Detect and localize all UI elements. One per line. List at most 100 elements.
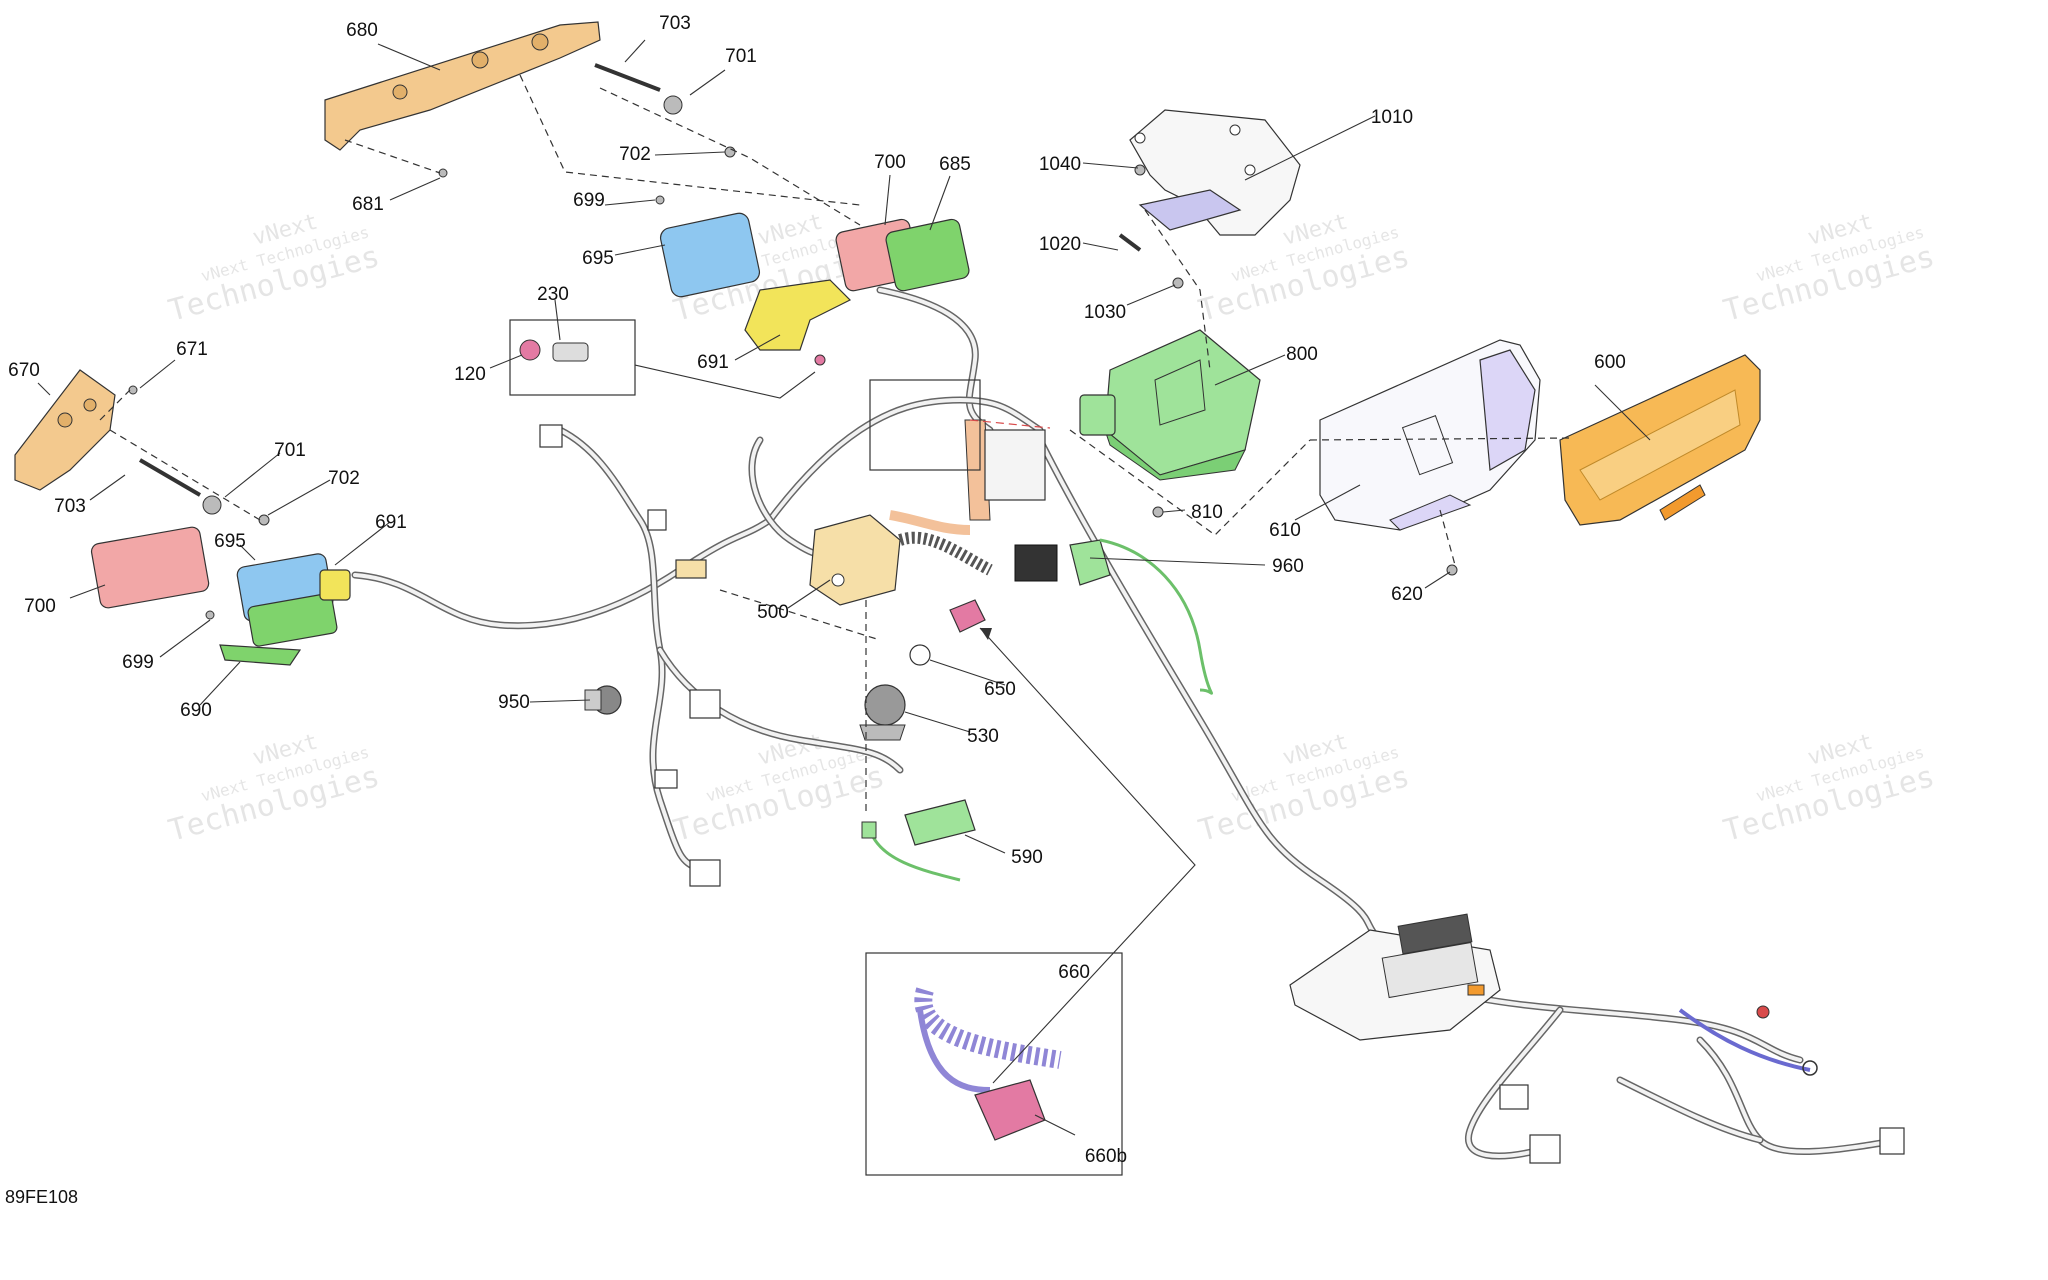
- callout-120: 120: [454, 364, 486, 385]
- screw-671: [128, 385, 138, 395]
- connector-660b-mini: [949, 599, 986, 633]
- callout-620: 620: [1391, 584, 1423, 605]
- reference-code: 89FE108: [5, 1187, 78, 1207]
- callout-690: 690: [180, 700, 212, 721]
- grommet-120-installed: [814, 354, 826, 366]
- callout-1030: 1030: [1084, 302, 1126, 323]
- relay-bracket-680: [324, 21, 601, 151]
- central-connector-block: [869, 379, 1046, 501]
- callout-680: 680: [346, 20, 378, 41]
- detail-box-label: 660: [1058, 962, 1090, 983]
- fastener-230: [552, 342, 589, 362]
- connector-plug: [647, 509, 667, 531]
- callouts: 680 703 701 702 681 699 695 700 685 230 …: [8, 13, 1626, 1167]
- callout-681: 681: [352, 194, 384, 215]
- cluster-600: [1559, 354, 1761, 526]
- callout-699: 699: [122, 652, 154, 673]
- callout-800: 800: [1286, 344, 1318, 365]
- callout-810: 810: [1191, 502, 1223, 523]
- washer-701-left: [202, 495, 222, 515]
- detail-box-230-leader: [634, 364, 816, 399]
- callout-1040: 1040: [1039, 154, 1081, 175]
- ring-terminal: [1756, 1005, 1770, 1019]
- callout-703: 703: [54, 496, 86, 517]
- leader-lines: [37, 39, 1651, 854]
- screw-699-left: [205, 610, 215, 620]
- connector-plug: [1529, 1134, 1561, 1164]
- callout-691: 691: [375, 512, 407, 533]
- cluster-housing-610: [1319, 339, 1541, 531]
- callout-703: 703: [659, 13, 691, 34]
- connector-plug: [1879, 1127, 1905, 1155]
- callout-1010: 1010: [1371, 107, 1413, 128]
- connector-plug: [654, 769, 678, 789]
- bracket-691-top: [744, 279, 852, 351]
- relay-box-bottom: [1289, 913, 1501, 1041]
- watermarks: vNext vNext Technologies Technologies vN…: [165, 210, 1938, 849]
- grommet-120: [519, 339, 541, 361]
- screw-1040: [1134, 164, 1146, 176]
- washer-701-top: [663, 95, 683, 115]
- callout-670: 670: [8, 360, 40, 381]
- bracket-1010: [1129, 109, 1301, 236]
- callout-500: 500: [757, 602, 789, 623]
- callout-590: 590: [1011, 847, 1043, 868]
- nut-1030: [1172, 277, 1184, 289]
- relay-bracket-670: [14, 369, 116, 491]
- bolt-703-left: [138, 458, 202, 497]
- callout-699: 699: [573, 190, 605, 211]
- ring-terminal: [1802, 1060, 1818, 1076]
- callout-695: 695: [214, 531, 246, 552]
- callout-701: 701: [274, 440, 306, 461]
- connector-960: [1014, 538, 1213, 695]
- callout-701: 701: [725, 46, 757, 67]
- detail-box-230: [509, 319, 636, 396]
- callout-671: 671: [176, 339, 208, 360]
- callout-702: 702: [328, 468, 360, 489]
- callout-685: 685: [939, 154, 971, 175]
- screw-681: [438, 168, 448, 178]
- plug-950: [584, 685, 622, 715]
- relay-690-left: [219, 593, 338, 666]
- callout-960: 960: [1272, 556, 1304, 577]
- callout-230: 230: [537, 284, 569, 305]
- installation-lines: [99, 74, 1571, 815]
- callout-610: 610: [1269, 520, 1301, 541]
- grommet-650: [909, 644, 931, 666]
- switch-530: [859, 684, 906, 741]
- bracket-691-left: [319, 569, 351, 601]
- screw-810: [1152, 506, 1164, 518]
- callout-702: 702: [619, 144, 651, 165]
- inline-connector: [675, 559, 707, 579]
- relay-695-top: [659, 212, 761, 298]
- callout-530: 530: [967, 726, 999, 747]
- switch-590: [861, 799, 976, 882]
- connector-plug: [689, 859, 721, 887]
- connector-plug: [539, 424, 563, 448]
- callout-660b: 660b: [1085, 1146, 1127, 1167]
- hardware: [128, 63, 1458, 620]
- callout-691: 691: [697, 352, 729, 373]
- connector-plug: [1499, 1084, 1529, 1110]
- callout-700: 700: [24, 596, 56, 617]
- callout-650: 650: [984, 679, 1016, 700]
- ecm-module-800: [1079, 329, 1261, 481]
- callout-700: 700: [874, 152, 906, 173]
- relay-685-top: [885, 218, 970, 292]
- nut-702-top: [724, 146, 736, 158]
- relay-700-left: [90, 526, 210, 609]
- bolt-1020: [1118, 233, 1142, 252]
- callout-695: 695: [582, 248, 614, 269]
- harness-orange-section: [889, 419, 991, 535]
- screw-699-top: [655, 195, 665, 205]
- callout-1020: 1020: [1039, 234, 1081, 255]
- fuse-box-500: [809, 514, 901, 606]
- nut-702-left: [258, 514, 270, 526]
- spring-coil: [898, 531, 993, 576]
- bolt-703-top: [594, 63, 661, 92]
- connector-plug: [689, 689, 721, 719]
- callout-950: 950: [498, 692, 530, 713]
- detail-box-660: 660: [865, 627, 1196, 1176]
- callout-600: 600: [1594, 352, 1626, 373]
